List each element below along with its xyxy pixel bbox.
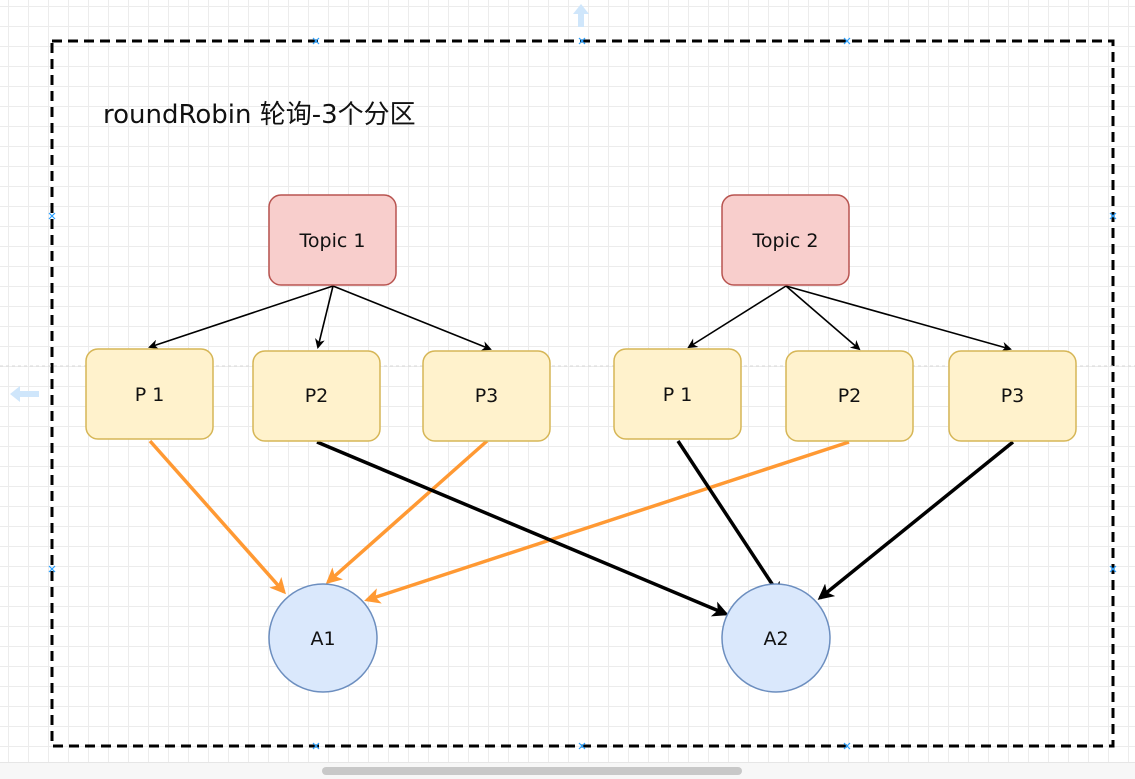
partition-label: P3 — [475, 385, 499, 407]
handle-top-center — [578, 37, 586, 45]
selection-handles — [48, 37, 1117, 750]
diagram-title: roundRobin 轮询-3个分区 — [103, 100, 416, 130]
handle-right-1 — [1109, 212, 1117, 220]
edge-topic2-p3 — [785, 285, 1012, 352]
horizontal-scrollbar[interactable] — [0, 762, 1135, 779]
partition-label: P2 — [838, 385, 862, 407]
partition-label: P 1 — [135, 384, 165, 406]
partition-node-t2-p1[interactable]: P 1 — [613, 348, 742, 440]
topic-node-1[interactable]: Topic 1 — [268, 194, 397, 286]
partition-node-t1-p1[interactable]: P 1 — [85, 348, 214, 440]
handle-top-right — [843, 37, 851, 45]
consumer-label: A2 — [763, 628, 788, 650]
topic-label: Topic 2 — [752, 230, 819, 252]
consumer-node-a2[interactable]: A2 — [721, 583, 831, 693]
edge-t2p2-a1 — [364, 440, 850, 604]
drag-arrow-top-icon[interactable] — [573, 4, 589, 27]
drag-arrow-left-icon[interactable] — [10, 386, 39, 402]
partition-label: P 1 — [663, 384, 693, 406]
edge-topic1-p2 — [315, 285, 334, 349]
edge-t1p2-a2 — [316, 440, 729, 617]
handle-bottom-left — [312, 742, 320, 750]
edge-topic1-p3 — [332, 285, 492, 351]
horizontal-scrollbar-thumb[interactable] — [322, 767, 742, 775]
edge-topic1-p1 — [148, 285, 334, 350]
consumer-label: A1 — [310, 628, 335, 650]
partition-label: P2 — [305, 385, 329, 407]
edge-topic2-p1 — [687, 285, 787, 349]
topic-edges — [148, 285, 1012, 352]
handle-top-left — [312, 37, 320, 45]
partition-label: P3 — [1001, 385, 1025, 407]
consumer-edges — [148, 439, 1015, 617]
partition-node-t2-p2[interactable]: P2 — [785, 350, 914, 442]
consumer-node-a1[interactable]: A1 — [268, 583, 378, 693]
topic-label: Topic 1 — [299, 230, 366, 252]
handle-bottom-right — [843, 742, 851, 750]
edge-t1p1-a1 — [148, 439, 286, 595]
handle-left-2 — [48, 565, 56, 573]
handle-right-2 — [1109, 565, 1117, 573]
edge-t1p3-a1 — [325, 439, 489, 584]
edge-topic2-p2 — [785, 285, 861, 351]
handle-left-1 — [48, 212, 56, 220]
partition-node-t1-p2[interactable]: P2 — [252, 350, 381, 442]
edge-t2p3-a2 — [817, 440, 1015, 600]
partition-node-t1-p3[interactable]: P3 — [422, 350, 551, 442]
edge-t2p1-a2 — [676, 440, 782, 599]
handle-bottom-center — [578, 742, 586, 750]
partition-node-t2-p3[interactable]: P3 — [948, 350, 1077, 442]
topic-node-2[interactable]: Topic 2 — [721, 194, 850, 286]
